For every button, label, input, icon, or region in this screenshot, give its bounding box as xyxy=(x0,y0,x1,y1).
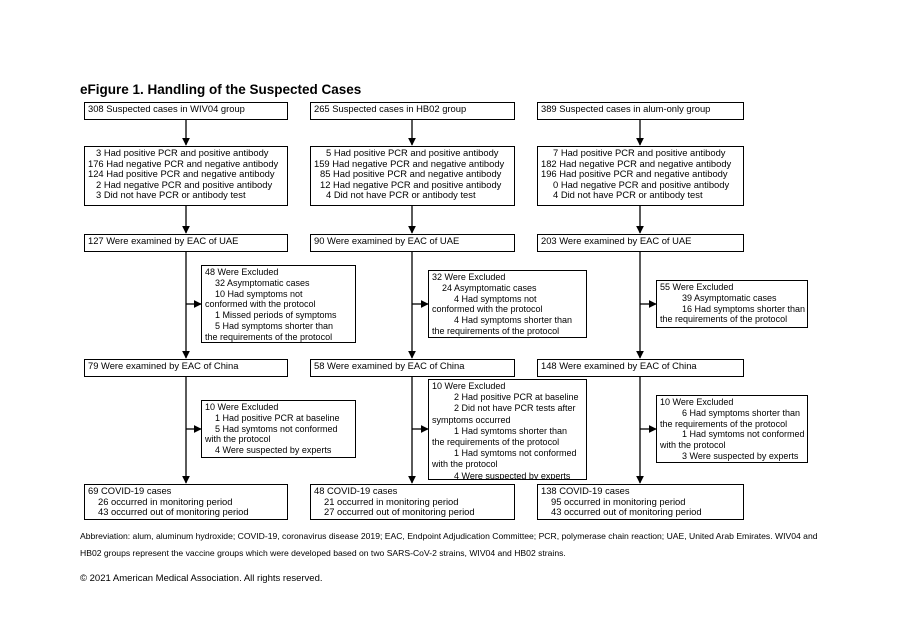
test-line: 7 Had positive PCR and positive antibody xyxy=(553,147,726,158)
exclusion-line: with the protocol xyxy=(432,459,498,470)
exclusion-line: 32 Asymptomatic cases xyxy=(215,277,310,288)
exclusion-box-uae-alum: 55 Were Excluded 39 Asymptomatic cases 1… xyxy=(656,280,808,328)
suspected-box-wiv04: 308 Suspected cases in WIV04 group xyxy=(84,102,288,120)
exclusion-line: with the protocol xyxy=(660,440,726,451)
exclusion-line: 2 Had positive PCR at baseline xyxy=(454,392,579,403)
exclusion-box-china-hb02: 10 Were Excluded 2 Had positive PCR at b… xyxy=(428,379,587,480)
covid-line: 95 occurred in monitoring period xyxy=(551,495,686,507)
covid-line: 43 occurred out of monitoring period xyxy=(551,506,702,518)
exclusion-line: conformed with the protocol xyxy=(205,299,316,310)
exclusion-line: 4 Were suspected by experts xyxy=(454,470,571,480)
test-line: 159 Had negative PCR and negative antibo… xyxy=(314,157,505,169)
suspected-label: 389 Suspected cases in alum-only group xyxy=(541,103,711,114)
eac-uae-box-alum: 203 Were examined by EAC of UAE xyxy=(537,234,744,252)
covid-line: 21 occurred in monitoring period xyxy=(324,495,459,507)
eac-uae-label: 127 Were examined by EAC of UAE xyxy=(88,235,239,246)
exclusion-line: the requirements of the protocol xyxy=(432,437,560,448)
test-results-box-alum: 7 Had positive PCR and positive antibody… xyxy=(537,146,744,206)
eac-china-label: 148 Were examined by EAC of China xyxy=(541,360,697,371)
test-line: 124 Had positive PCR and negative antibo… xyxy=(88,168,275,180)
exclusion-line: the requirements of the protocol xyxy=(660,314,788,325)
exclusion-line: 39 Asymptomatic cases xyxy=(682,292,777,303)
exclusion-line: 5 Had symptoms shorter than xyxy=(215,320,334,331)
exclusion-head: 32 Were Excluded xyxy=(432,272,506,282)
exclusion-head: 55 Were Excluded xyxy=(660,282,734,292)
test-results-box-hb02: 5 Had positive PCR and positive antibody… xyxy=(310,146,515,206)
copyright: © 2021 American Medical Association. All… xyxy=(80,573,323,584)
exclusion-line: the requirements of the protocol xyxy=(432,325,560,336)
footnote-abbreviations: Abbreviation: alum, aluminum hydroxide; … xyxy=(80,531,818,541)
exclusion-line: symptoms occurred xyxy=(432,414,511,425)
exclusion-box-china-wiv04: 10 Were Excluded 1 Had positive PCR at b… xyxy=(201,400,356,458)
test-line: 12 Had negative PCR and positive antibod… xyxy=(320,178,502,190)
exclusion-head: 10 Were Excluded xyxy=(432,381,506,391)
exclusion-line: 1 Had symtoms not conformed xyxy=(682,429,805,440)
exclusion-line: 24 Asymptomatic cases xyxy=(442,282,537,293)
exclusion-line: the requirements of the protocol xyxy=(660,418,788,429)
exclusion-line: 1 Had symtoms shorter than xyxy=(454,425,568,436)
exclusion-line: 4 Had symptoms shorter than xyxy=(454,315,573,326)
exclusion-line: conformed with the protocol xyxy=(432,304,543,315)
test-line: 176 Had negative PCR and negative antibo… xyxy=(88,157,279,169)
exclusion-box-uae-wiv04: 48 Were Excluded 32 Asymptomatic cases 1… xyxy=(201,265,356,343)
exclusion-line: 3 Were suspected by experts xyxy=(682,450,799,461)
covid-head: 138 COVID-19 cases xyxy=(541,485,630,496)
eac-uae-box-hb02: 90 Were examined by EAC of UAE xyxy=(310,234,515,252)
covid-line: 27 occurred out of monitoring period xyxy=(324,506,475,518)
figure-title: eFigure 1. Handling of the Suspected Cas… xyxy=(80,82,362,97)
test-line: 4 Did not have PCR or antibody test xyxy=(326,189,476,201)
exclusion-line: 4 Had symptoms not xyxy=(454,293,537,304)
eac-uae-label: 203 Were examined by EAC of UAE xyxy=(541,235,692,246)
covid-cases-box-alum: 138 COVID-19 cases 95 occurred in monito… xyxy=(537,484,744,520)
eac-uae-box-wiv04: 127 Were examined by EAC of UAE xyxy=(84,234,288,252)
suspected-box-alum: 389 Suspected cases in alum-only group xyxy=(537,102,744,120)
exclusion-head: 48 Were Excluded xyxy=(205,267,279,277)
eac-uae-label: 90 Were examined by EAC of UAE xyxy=(314,235,460,246)
test-line: 3 Had positive PCR and positive antibody xyxy=(96,147,269,158)
suspected-label: 308 Suspected cases in WIV04 group xyxy=(88,103,245,114)
covid-line: 43 occurred out of monitoring period xyxy=(98,506,249,518)
exclusion-line: 2 Did not have PCR tests after xyxy=(454,403,576,414)
covid-cases-box-hb02: 48 COVID-19 cases 21 occurred in monitor… xyxy=(310,484,515,520)
test-line: 4 Did not have PCR or antibody test xyxy=(553,189,703,201)
exclusion-box-china-alum: 10 Were Excluded 6 Had symptoms shorter … xyxy=(656,395,808,463)
eac-china-box-alum: 148 Were examined by EAC of China xyxy=(537,359,744,377)
test-line: 196 Had positive PCR and negative antibo… xyxy=(541,168,728,180)
suspected-box-hb02: 265 Suspected cases in HB02 group xyxy=(310,102,515,120)
test-line: 85 Had positive PCR and negative antibod… xyxy=(320,168,502,180)
test-line: 3 Did not have PCR or antibody test xyxy=(96,189,246,201)
exclusion-line: 10 Had symptoms not xyxy=(215,288,303,299)
footnote-groups: HB02 groups represent the vaccine groups… xyxy=(80,548,566,558)
exclusion-line: 5 Had symtoms not conformed xyxy=(215,423,338,434)
exclusion-head: 10 Were Excluded xyxy=(205,402,279,412)
eac-china-box-hb02: 58 Were examined by EAC of China xyxy=(310,359,515,377)
test-line: 2 Had negative PCR and positive antibody xyxy=(96,178,273,190)
exclusion-line: with the protocol xyxy=(205,434,271,445)
suspected-label: 265 Suspected cases in HB02 group xyxy=(314,103,467,114)
test-line: 182 Had negative PCR and negative antibo… xyxy=(541,157,732,169)
eac-china-box-wiv04: 79 Were examined by EAC of China xyxy=(84,359,288,377)
covid-line: 26 occurred in monitoring period xyxy=(98,495,233,507)
test-line: 0 Had negative PCR and positive antibody xyxy=(553,178,730,190)
exclusion-line: 4 Were suspected by experts xyxy=(215,445,332,456)
covid-head: 69 COVID-19 cases xyxy=(88,485,172,496)
covid-head: 48 COVID-19 cases xyxy=(314,485,398,496)
exclusion-line: the requirements of the protocol xyxy=(205,331,333,342)
test-results-box-wiv04: 3 Had positive PCR and positive antibody… xyxy=(84,146,288,206)
eac-china-label: 58 Were examined by EAC of China xyxy=(314,360,465,371)
exclusion-line: 1 Had positive PCR at baseline xyxy=(215,412,340,423)
exclusion-head: 10 Were Excluded xyxy=(660,397,734,407)
exclusion-box-uae-hb02: 32 Were Excluded 24 Asymptomatic cases 4… xyxy=(428,270,587,338)
exclusion-line: 1 Had symtoms not conformed xyxy=(454,448,577,459)
eac-china-label: 79 Were examined by EAC of China xyxy=(88,360,239,371)
exclusion-line: 1 Missed periods of symptoms xyxy=(215,310,337,321)
exclusion-line: 16 Had symptoms shorter than xyxy=(682,303,806,314)
exclusion-line: 6 Had symptoms shorter than xyxy=(682,407,801,418)
covid-cases-box-wiv04: 69 COVID-19 cases 26 occurred in monitor… xyxy=(84,484,288,520)
test-line: 5 Had positive PCR and positive antibody xyxy=(326,147,499,158)
